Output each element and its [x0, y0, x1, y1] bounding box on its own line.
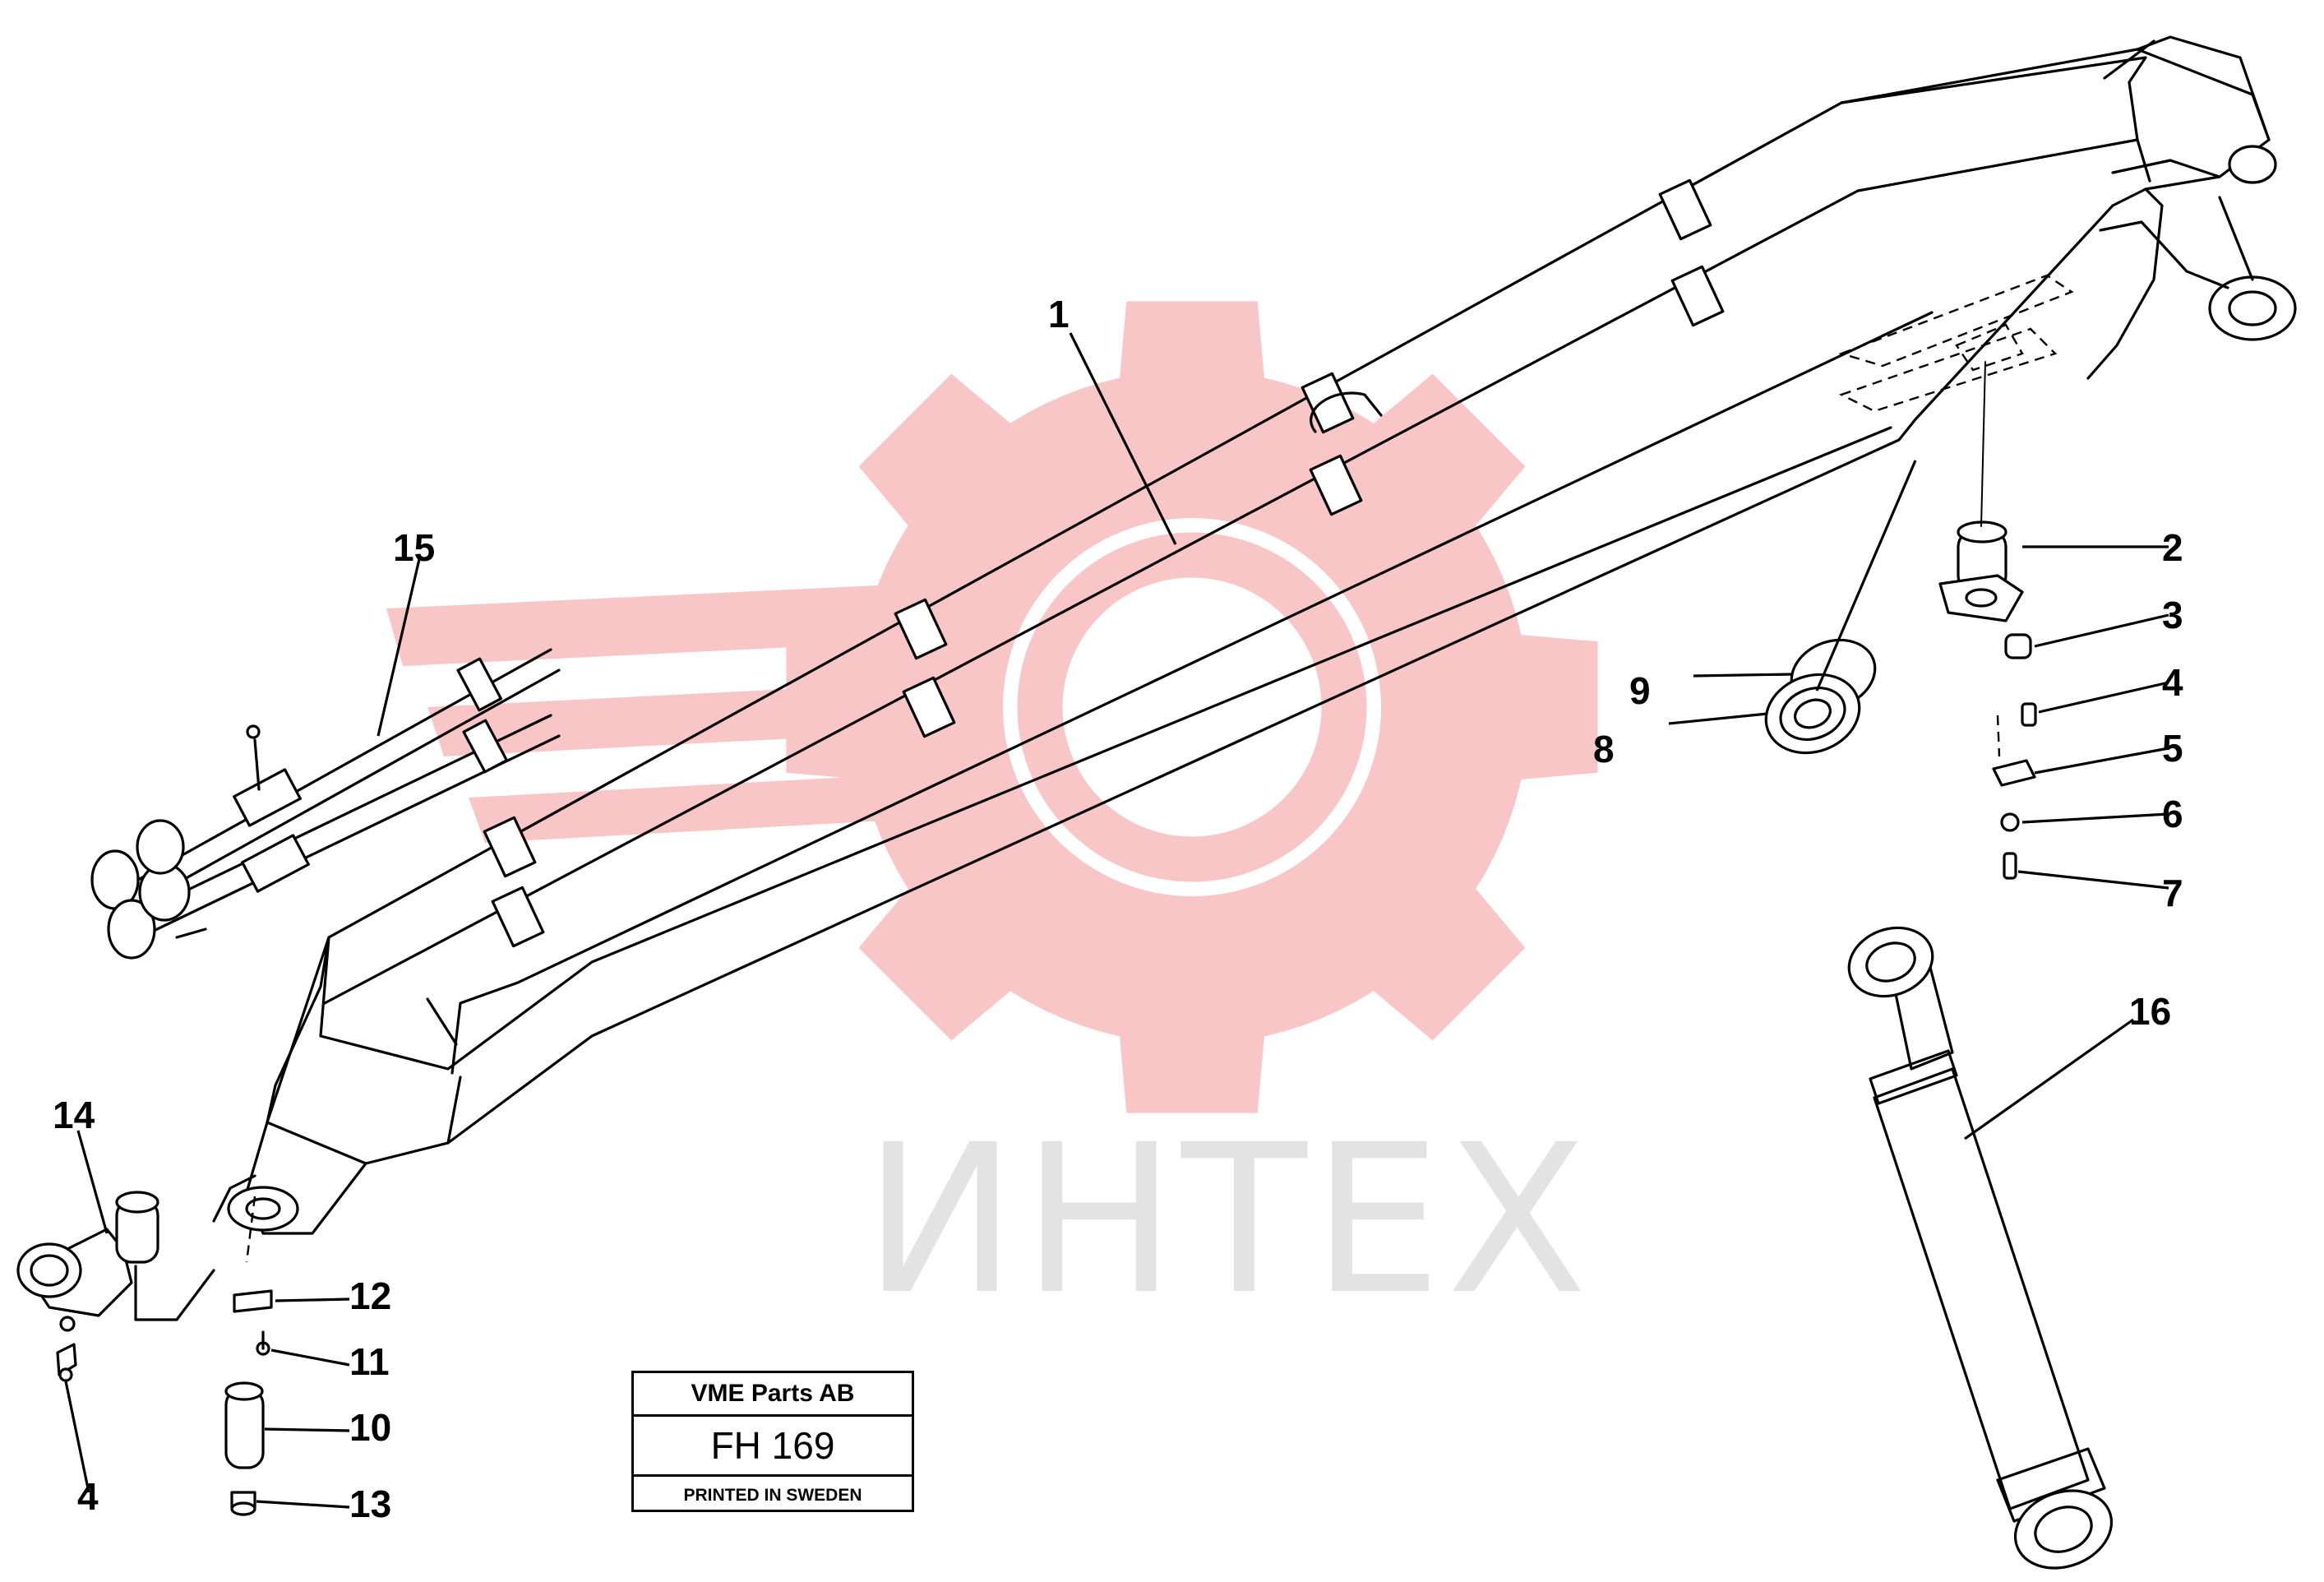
callout-8: 8 [1593, 728, 1615, 770]
callout-1: 1 [1048, 293, 1070, 335]
small-parts-left [56, 1196, 273, 1516]
clamp-group [483, 178, 1725, 948]
callout-16: 16 [2129, 990, 2171, 1033]
hydraulic-pipes [90, 648, 561, 960]
boom-arm [212, 35, 2297, 1235]
gear-streak-1 [386, 584, 913, 666]
callout-5: 5 [2162, 727, 2183, 770]
hydraulic-cylinder-part-16 [1847, 926, 2114, 1570]
watermark-text: ИНТЕХ [863, 1100, 1592, 1339]
print-note: PRINTED IN SWEDEN [683, 1486, 862, 1505]
callout-7: 7 [2162, 872, 2183, 914]
callout-12: 12 [349, 1274, 391, 1317]
callout-2: 2 [2162, 526, 2183, 569]
callout-10: 10 [349, 1406, 391, 1449]
gear-ring [1017, 532, 1367, 882]
callout-15: 15 [393, 526, 435, 569]
callout-6: 6 [2162, 793, 2183, 835]
bearing-parts-8-9 [1764, 638, 1877, 755]
gear-streak-3 [469, 773, 929, 843]
callout-4-right: 4 [2162, 661, 2183, 704]
callout-labels: 1 2 3 4 5 6 7 8 9 10 11 12 13 14 15 16 4 [53, 293, 2183, 1525]
company-name: VME Parts AB [634, 1373, 912, 1417]
leader-lines [64, 332, 2169, 1509]
callout-4-left: 4 [77, 1475, 99, 1518]
gear-streak-2 [427, 682, 921, 756]
drawing-code: FH 169 [634, 1417, 912, 1477]
callout-3: 3 [2162, 594, 2183, 636]
callout-11: 11 [349, 1340, 390, 1383]
bracket-pin-part-14 [16, 1191, 215, 1332]
pin-stack-right [1938, 520, 2037, 880]
callout-13: 13 [349, 1483, 391, 1525]
title-block: VME Parts AB FH 169 PRINTED IN SWEDEN [631, 1371, 914, 1512]
callout-14: 14 [53, 1094, 95, 1136]
watermark-gear-logo: ИНТЕХ [386, 301, 1598, 1339]
gear-icon [386, 301, 1598, 1113]
callout-9: 9 [1629, 669, 1651, 712]
